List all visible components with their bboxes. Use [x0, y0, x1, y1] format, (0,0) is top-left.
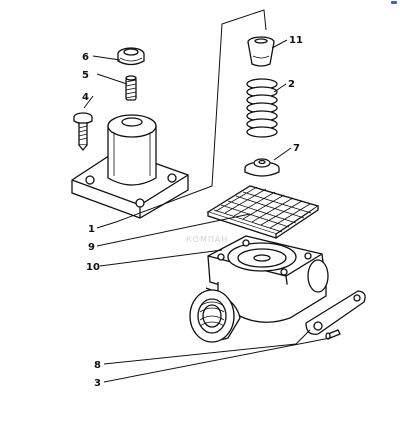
watermark-text: КОМПАН	[186, 235, 228, 244]
part-6-cap	[117, 47, 145, 66]
part-3-small-pin	[325, 329, 341, 340]
callout-5: 5	[82, 70, 89, 81]
part-5-threaded-pin	[125, 75, 137, 101]
callout-1: 1	[88, 224, 95, 235]
callout-9: 9	[88, 242, 95, 253]
leader-lines	[83, 9, 331, 383]
part-11-bushing	[247, 36, 275, 67]
callout-4: 4	[82, 92, 89, 103]
part-8-bracket	[305, 290, 366, 335]
part-10-valve-body	[189, 235, 329, 343]
part-7-valve-disc	[244, 158, 280, 177]
callout-3: 3	[94, 378, 101, 389]
callout-11: 11	[289, 35, 303, 46]
callout-10: 10	[86, 262, 100, 273]
callout-2: 2	[288, 79, 295, 90]
part-1-cover	[71, 114, 189, 219]
part-4-screw	[73, 112, 93, 152]
callout-7: 7	[293, 143, 300, 154]
callout-6: 6	[82, 52, 89, 63]
corner-mark	[391, 1, 397, 4]
part-2-spring	[246, 78, 278, 138]
callout-8: 8	[94, 360, 101, 371]
part-9-mesh-filter	[206, 185, 320, 239]
